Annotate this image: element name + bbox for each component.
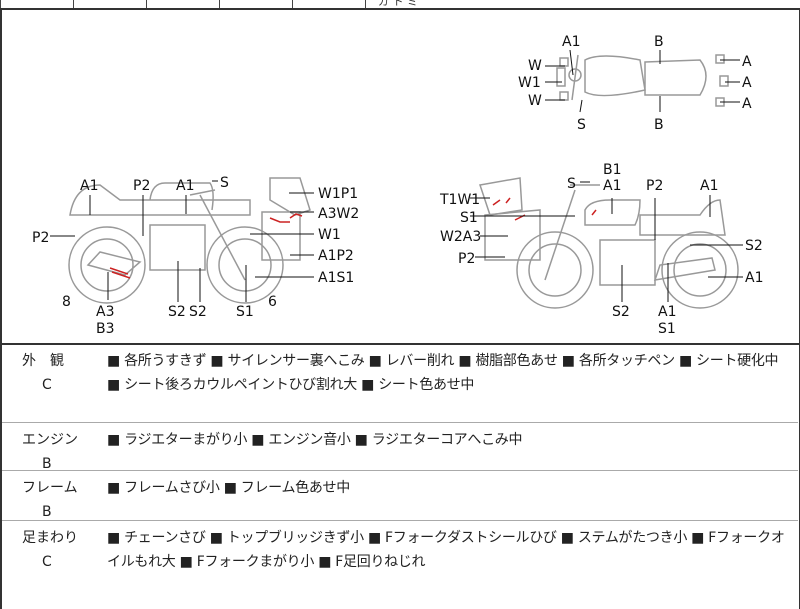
svg-text:A1: A1 (700, 178, 718, 194)
svg-text:6: 6 (268, 294, 277, 310)
svg-text:A1: A1 (603, 178, 621, 194)
svg-text:S2: S2 (189, 304, 207, 320)
header-text: ガ ト ミ (378, 0, 418, 8)
svg-text:S2: S2 (168, 304, 186, 320)
svg-text:S2: S2 (745, 238, 763, 254)
svg-text:T1W1: T1W1 (439, 192, 480, 208)
header-cell (73, 0, 74, 8)
svg-text:W1P1: W1P1 (318, 186, 358, 202)
svg-text:S1: S1 (236, 304, 254, 320)
section-notes: ■ ラジエターまがり小 ■ エンジン音小 ■ ラジエターコアへこみ中 (107, 432, 523, 448)
section-notes: ■ チェーンさび ■ トップブリッジきず小 ■ Fフォークダストシールひび ■ … (107, 530, 785, 570)
svg-text:W: W (528, 93, 542, 109)
svg-text:P2: P2 (458, 251, 475, 267)
svg-text:B3: B3 (96, 321, 115, 337)
svg-text:S1: S1 (460, 210, 478, 226)
svg-text:A1S1: A1S1 (318, 270, 354, 286)
svg-text:B1: B1 (603, 162, 622, 178)
svg-text:B: B (654, 117, 664, 133)
svg-text:8: 8 (62, 294, 71, 310)
section-notes: ■ フレームさび小 ■ フレーム色あせ中 (107, 480, 350, 496)
svg-text:P2: P2 (646, 178, 663, 194)
header-cell (0, 0, 1, 8)
svg-text:W2A3: W2A3 (440, 229, 481, 245)
header-cell (146, 0, 147, 8)
svg-text:P2: P2 (32, 230, 49, 246)
svg-text:S1: S1 (658, 321, 676, 337)
svg-text:A1: A1 (658, 304, 676, 320)
svg-text:W: W (528, 58, 542, 74)
section-grade: B (42, 456, 52, 472)
svg-text:A1: A1 (745, 270, 763, 286)
section-grade: C (42, 554, 52, 570)
section-name: エンジン (22, 432, 78, 448)
svg-text:W1: W1 (318, 227, 341, 243)
section-name: 足まわり (22, 530, 78, 546)
header-cell (365, 0, 366, 8)
section-grade: C (42, 377, 52, 393)
svg-text:S: S (220, 175, 229, 191)
svg-text:W1: W1 (518, 75, 541, 91)
svg-text:A1: A1 (176, 178, 194, 194)
svg-text:S: S (577, 117, 586, 133)
section-grade: B (42, 504, 52, 520)
svg-text:A1: A1 (80, 178, 98, 194)
section-suspension: 足まわり C ■ チェーンさび ■ トップブリッジきず小 ■ Fフォークダストシ… (2, 520, 798, 600)
svg-text:A3: A3 (96, 304, 114, 320)
svg-text:A: A (742, 75, 752, 91)
svg-text:P2: P2 (133, 178, 150, 194)
section-engine: エンジン B ■ ラジエターまがり小 ■ エンジン音小 ■ ラジエターコアへこみ… (2, 422, 798, 472)
svg-text:A: A (742, 54, 752, 70)
section-name: フレーム (22, 480, 78, 496)
section-frame: フレーム B ■ フレームさび小 ■ フレーム色あせ中 (2, 470, 798, 521)
svg-text:A3W2: A3W2 (318, 206, 359, 222)
svg-text:S: S (567, 176, 576, 192)
section-notes: ■ 各所うすきず ■ サイレンサー裏へこみ ■ レバー削れ ■ 樹脂部色あせ ■… (107, 353, 779, 393)
svg-text:A: A (742, 96, 752, 112)
header-cell (219, 0, 220, 8)
svg-text:A1: A1 (562, 34, 580, 50)
section-exterior: 外 観 C ■ 各所うすきず ■ サイレンサー裏へこみ ■ レバー削れ ■ 樹脂… (2, 343, 798, 423)
header-cell (292, 0, 293, 8)
section-name: 外 観 (22, 353, 64, 369)
header-row: ガ ト ミ (0, 0, 800, 10)
svg-text:B: B (654, 34, 664, 50)
svg-text:S2: S2 (612, 304, 630, 320)
svg-text:A1P2: A1P2 (318, 248, 354, 264)
